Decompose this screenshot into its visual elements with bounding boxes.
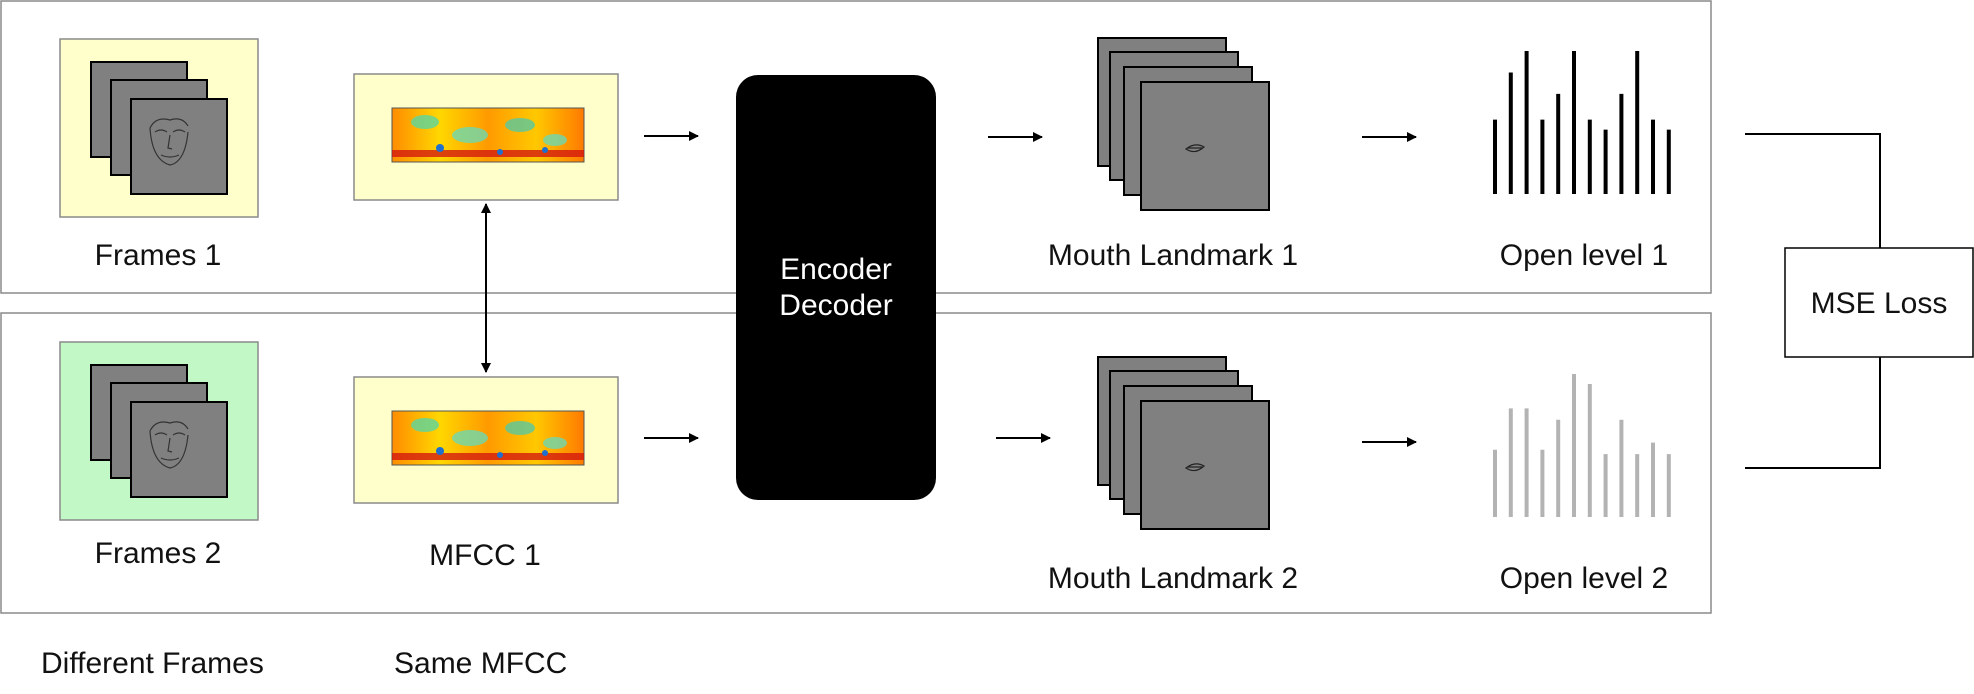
frames-2-group (59, 341, 259, 521)
spectrogram-blobs (392, 115, 584, 157)
same-mfcc-caption: Same MFCC (394, 647, 567, 680)
mfcc-1-label: MFCC 1 (429, 539, 541, 572)
mouth-landmark-2-label: Mouth Landmark 2 (1048, 562, 1298, 595)
encoder-label: Encoder (780, 253, 892, 286)
mse-loss-box (1784, 247, 1974, 358)
encoder-decoder-block (736, 75, 936, 500)
decoder-label: Decoder (779, 289, 892, 322)
mouth-landmark-1-group (1097, 37, 1270, 211)
mouth-sketch-icon (1184, 144, 1206, 153)
frame-card (130, 401, 228, 498)
mouth-landmark-2-group (1097, 356, 1270, 530)
open-level-1-label: Open level 1 (1500, 239, 1668, 272)
frames-2-label: Frames 2 (95, 537, 222, 570)
face-sketch-icon (149, 118, 189, 166)
landmark-card (1140, 81, 1270, 211)
loss-connector-bottom (1745, 357, 1881, 469)
frames-1-label: Frames 1 (95, 239, 222, 272)
different-frames-caption: Different Frames (41, 647, 264, 680)
landmark-card (1140, 400, 1270, 530)
mfcc-top-group (353, 73, 619, 201)
mfcc-bottom-group (353, 376, 619, 504)
mouth-landmark-1-label: Mouth Landmark 1 (1048, 239, 1298, 272)
loss-connector-top (1745, 133, 1881, 248)
open-level-2-label: Open level 2 (1500, 562, 1668, 595)
mse-loss-label: MSE Loss (1811, 287, 1948, 320)
open-level-1-bars (1493, 51, 1671, 194)
spectrogram-blobs (392, 418, 584, 460)
face-sketch-icon (149, 421, 189, 469)
open-level-2-bars (1493, 374, 1671, 517)
frames-1-group (59, 38, 259, 218)
mouth-sketch-icon (1184, 463, 1206, 472)
frame-card (130, 98, 228, 195)
